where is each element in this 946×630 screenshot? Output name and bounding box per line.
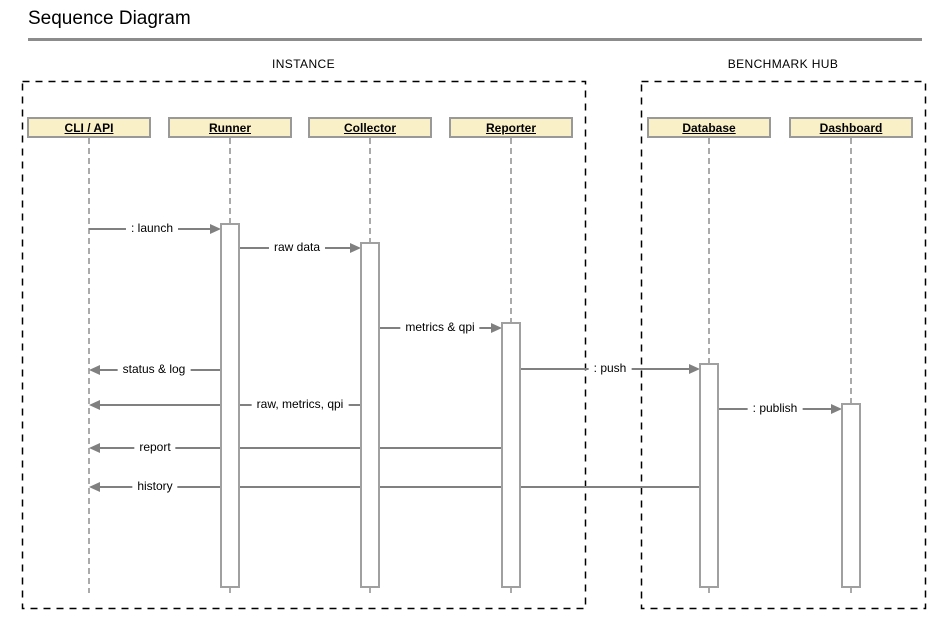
activation-dashboard [841,403,861,588]
message-label-report: report [134,440,176,455]
participant-label-database: Database [682,120,736,135]
participant-reporter: Reporter [449,117,573,138]
participant-cli-api: CLI / API [27,117,151,138]
title-rule [28,38,922,41]
message-label-raw-data: raw data [268,240,326,255]
participant-label-collector: Collector [343,120,396,135]
participant-collector: Collector [308,117,432,138]
activation-runner [220,223,240,588]
arrowhead-icon-metrics-qpi [491,323,502,333]
message-label-push: : push [588,361,632,376]
participant-database: Database [647,117,771,138]
arrowhead-icon-history [89,482,100,492]
arrowhead-icon-raw-data [350,243,361,253]
activation-database [699,363,719,588]
message-label-launch: : launch [125,221,179,236]
activation-reporter [501,322,521,588]
participant-label-runner: Runner [209,120,251,135]
message-label-publish: : publish [747,401,803,416]
participant-runner: Runner [168,117,292,138]
frame-instance [21,80,587,610]
arrowhead-icon-report [89,443,100,453]
message-label-status-log: status & log [117,362,191,377]
frame-label-instance: INSTANCE [272,57,335,71]
arrowhead-icon-push [689,364,700,374]
arrowhead-icon-raw-metrics-qpi [89,400,100,410]
arrowhead-icon-status-log [89,365,100,375]
message-label-history: history [132,479,178,494]
activation-collector [360,242,380,588]
page-title: Sequence Diagram [28,8,191,29]
message-label-raw-metrics-qpi: raw, metrics, qpi [251,397,349,412]
participant-dashboard: Dashboard [789,117,913,138]
frame-benchmark-hub [640,80,927,610]
participant-label-cli-api: CLI / API [64,120,114,135]
participant-label-reporter: Reporter [485,120,536,135]
arrowhead-icon-launch [210,224,221,234]
frame-label-benchmark-hub: BENCHMARK HUB [727,57,839,71]
message-label-metrics-qpi: metrics & qpi [400,320,480,335]
arrowhead-icon-publish [831,404,842,414]
participant-label-dashboard: Dashboard [819,120,883,135]
